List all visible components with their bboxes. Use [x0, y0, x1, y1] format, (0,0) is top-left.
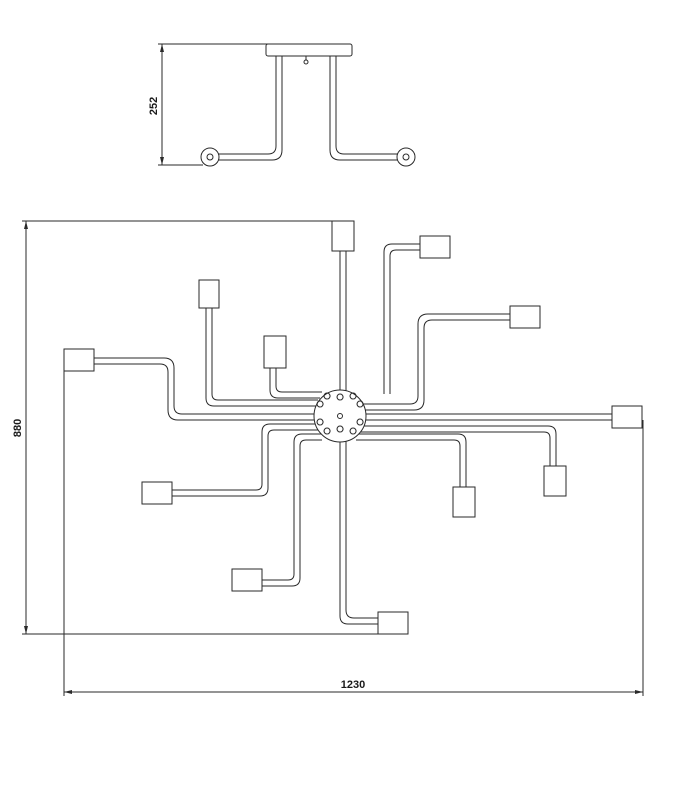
arm-top-right	[383, 243, 422, 394]
socket-inner-left	[263, 335, 287, 369]
center-hub-screw	[337, 413, 343, 419]
socket-bottom	[377, 611, 409, 635]
top-height-arrow-top	[24, 221, 28, 229]
top-height-label: 880	[12, 419, 24, 437]
side-arm-left-inner	[210, 56, 283, 161]
arm-lower-right-far	[360, 425, 557, 468]
top-view-fixture	[63, 220, 643, 635]
socket-left-middle	[141, 481, 173, 505]
side-arm-left-outer	[210, 56, 277, 155]
canopy	[265, 43, 353, 57]
side-height-label: 252	[148, 97, 160, 115]
arm-left-middle	[172, 423, 318, 497]
arm-lower-right-near	[356, 433, 467, 488]
side-arm-right-inner	[335, 56, 404, 155]
width-arrow-right	[635, 690, 643, 694]
side-arm-right-outer	[329, 56, 404, 161]
socket-right-upper	[509, 305, 541, 329]
socket-lower-right-near	[452, 486, 476, 518]
width-label: 1230	[341, 679, 365, 691]
arm-far-left	[94, 357, 318, 421]
side-arrow-bottom	[160, 157, 164, 165]
width-arrow-left	[64, 690, 72, 694]
hub-arm-entries	[316, 392, 364, 435]
arm-inner-left	[269, 368, 322, 399]
side-arrow-top	[160, 44, 164, 52]
socket-lower-left-bottom	[231, 568, 263, 592]
socket-far-left	[63, 348, 95, 372]
socket-top-right	[419, 235, 451, 259]
canopy-screw-head	[303, 59, 309, 65]
side-socket-left-core	[206, 153, 214, 161]
arm-upper-left	[205, 308, 318, 407]
arm-lower-left-bottom	[262, 433, 322, 587]
arm-top-center	[339, 248, 347, 394]
socket-upper-left	[198, 279, 220, 309]
socket-lower-right-far	[543, 465, 567, 497]
arm-far-right	[362, 413, 614, 421]
side-socket-right-core	[402, 153, 410, 161]
arm-right-upper	[360, 313, 512, 411]
top-view-dimensions: 880 1230	[12, 220, 644, 696]
socket-far-right	[611, 405, 643, 429]
top-height-arrow-bottom	[24, 626, 28, 634]
socket-top-center	[331, 220, 355, 252]
side-view: 252	[148, 43, 416, 167]
arm-bottom	[339, 440, 380, 625]
